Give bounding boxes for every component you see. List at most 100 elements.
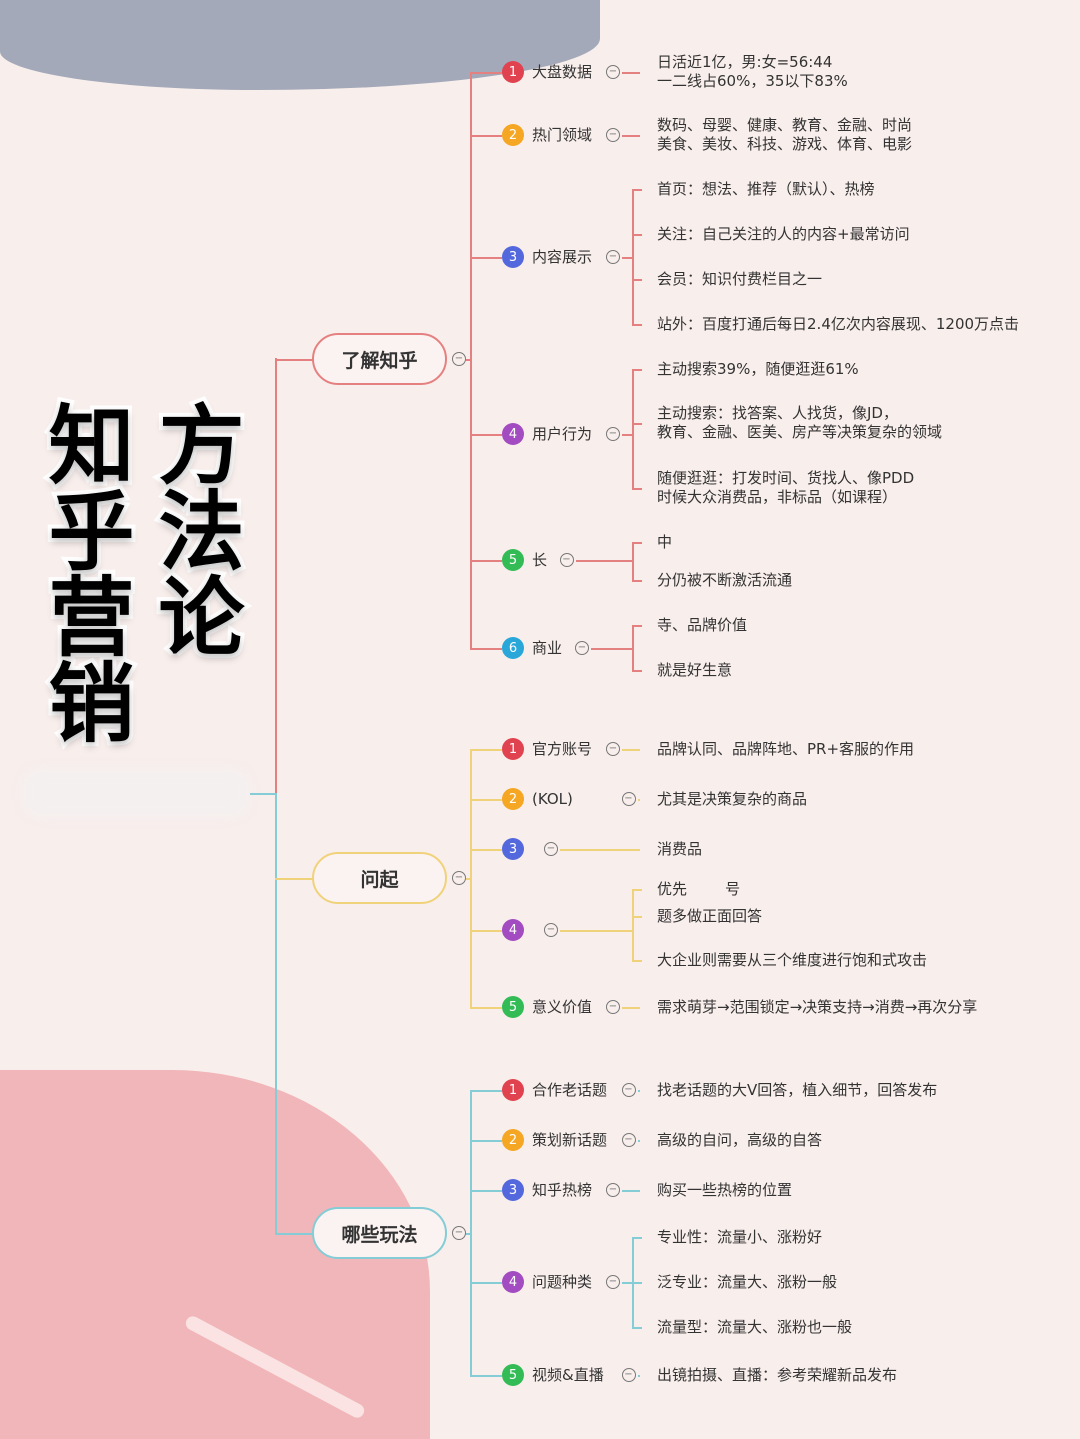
number-badge: 3 xyxy=(502,838,524,860)
root-connector xyxy=(250,793,276,795)
detail-text: 消费品 xyxy=(657,839,703,858)
item-label[interactable]: (KOL) xyxy=(532,790,573,808)
item-label[interactable]: 热门领域 xyxy=(532,126,593,144)
detail-text: 主动搜索39%，随便逛逛61% xyxy=(657,359,859,378)
detail-text: 分仍被不断激活流通 xyxy=(657,570,793,589)
item-connector xyxy=(470,1090,502,1092)
collapse-icon[interactable]: − xyxy=(621,1368,636,1382)
item-label[interactable]: 策划新话题 xyxy=(532,1131,608,1149)
item-label[interactable]: 问题种类 xyxy=(532,1273,593,1291)
detail-text: 需求萌芽→范围锁定→决策支持→消费→再次分享 xyxy=(657,997,978,1016)
item-label[interactable]: 内容展示 xyxy=(532,248,593,266)
branch-node-1[interactable]: 了解知乎 xyxy=(312,333,447,385)
detail-tick xyxy=(632,369,642,371)
title-line-1: 知乎营销 xyxy=(29,396,137,748)
detail-text: 首页：想法、推荐（默认）、热榜 xyxy=(657,179,875,198)
detail-text: 日活近1亿，男:女=56:44 一二线占60%，35以下83% xyxy=(657,53,848,90)
detail-text: 找老话题的大V回答，植入细节，回答发布 xyxy=(657,1080,938,1099)
branch-node-2[interactable]: 问起 xyxy=(312,852,447,904)
detail-text: 高级的自问，高级的自答 xyxy=(657,1130,823,1149)
collapse-icon[interactable]: − xyxy=(621,1133,636,1147)
detail-text: 购买一些热榜的位置 xyxy=(657,1180,793,1199)
number-badge: 5 xyxy=(502,996,524,1018)
collapse-icon[interactable]: − xyxy=(544,842,558,856)
item-connector xyxy=(470,135,502,137)
detail-text: 泛专业：流量大、涨粉一般 xyxy=(657,1272,838,1291)
detail-connector xyxy=(622,72,640,74)
detail-connector xyxy=(560,930,632,932)
collapse-icon[interactable]: − xyxy=(575,641,589,655)
number-badge: 3 xyxy=(502,1179,524,1201)
detail-connector xyxy=(622,1190,640,1192)
branch-spine xyxy=(470,1090,472,1375)
detail-bracket xyxy=(632,625,634,670)
detail-tick xyxy=(632,542,642,544)
detail-tick xyxy=(632,189,642,191)
detail-tick xyxy=(632,889,642,891)
collapse-icon[interactable]: − xyxy=(606,250,620,264)
number-badge: 4 xyxy=(502,423,524,445)
collapse-icon[interactable]: − xyxy=(606,742,620,756)
detail-bracket xyxy=(632,369,634,488)
number-badge: 2 xyxy=(502,788,524,810)
branch-spine xyxy=(470,749,472,1007)
detail-connector xyxy=(622,257,632,259)
branch-connector xyxy=(466,359,471,361)
item-label[interactable]: 大盘数据 xyxy=(532,63,593,81)
detail-text: 会员：知识付费栏目之一 xyxy=(657,269,823,288)
item-label[interactable]: 视频&直播 xyxy=(532,1366,604,1384)
detail-tick xyxy=(632,279,642,281)
collapse-icon[interactable]: − xyxy=(606,427,620,441)
number-badge: 5 xyxy=(502,549,524,571)
item-label[interactable]: 商业 xyxy=(532,639,563,657)
collapse-icon[interactable]: − xyxy=(452,352,466,366)
detail-connector xyxy=(622,749,640,751)
detail-text: 题多做正面回答 xyxy=(657,906,763,925)
item-label[interactable]: 官方账号 xyxy=(532,740,593,758)
item-connector xyxy=(470,1140,502,1142)
item-connector xyxy=(470,257,502,259)
collapse-icon[interactable]: − xyxy=(621,792,636,806)
item-label[interactable]: 意义价值 xyxy=(532,998,593,1016)
collapse-icon[interactable]: − xyxy=(606,1275,620,1289)
branch-node-3[interactable]: 哪些玩法 xyxy=(312,1207,447,1259)
collapse-icon[interactable]: − xyxy=(452,871,466,885)
item-label[interactable]: 合作老话题 xyxy=(532,1081,608,1099)
item-connector xyxy=(470,1190,502,1192)
branch-spine xyxy=(470,72,472,648)
branch-connector xyxy=(466,1233,471,1235)
detail-connector xyxy=(560,849,640,851)
detail-bracket xyxy=(632,542,634,580)
number-badge: 2 xyxy=(502,124,524,146)
number-badge: 6 xyxy=(502,637,524,659)
collapse-icon[interactable]: − xyxy=(559,553,574,567)
item-connector xyxy=(470,1282,502,1284)
detail-text: 站外：百度打通后每日2.4亿次内容展现、1200万点击 xyxy=(657,314,1020,333)
item-connector xyxy=(470,1007,502,1009)
collapse-icon[interactable]: − xyxy=(606,65,620,79)
collapse-icon[interactable]: − xyxy=(606,1000,620,1014)
collapse-icon[interactable]: − xyxy=(452,1226,466,1240)
branch-connector xyxy=(275,359,313,361)
collapse-icon[interactable]: − xyxy=(606,1183,620,1197)
item-connector xyxy=(470,799,502,801)
item-label[interactable]: 长 xyxy=(532,551,548,569)
item-connector xyxy=(470,849,502,851)
detail-connector xyxy=(575,560,632,562)
collapse-icon[interactable]: − xyxy=(621,1083,636,1097)
detail-text: 大企业则需要从三个维度进行饱和式攻击 xyxy=(657,950,928,969)
number-badge: 5 xyxy=(502,1364,524,1386)
detail-connector xyxy=(591,648,632,650)
item-label[interactable]: 用户行为 xyxy=(532,425,593,443)
detail-tick xyxy=(632,1237,642,1239)
item-label[interactable]: 知乎热榜 xyxy=(532,1181,593,1199)
item-connector xyxy=(470,434,502,436)
detail-tick xyxy=(632,423,642,425)
detail-bracket xyxy=(632,889,634,960)
collapse-icon[interactable]: − xyxy=(606,128,620,142)
detail-tick xyxy=(632,625,642,627)
collapse-icon[interactable]: − xyxy=(544,923,558,937)
detail-tick xyxy=(632,670,642,672)
number-badge: 1 xyxy=(502,61,524,83)
detail-tick xyxy=(632,324,642,326)
